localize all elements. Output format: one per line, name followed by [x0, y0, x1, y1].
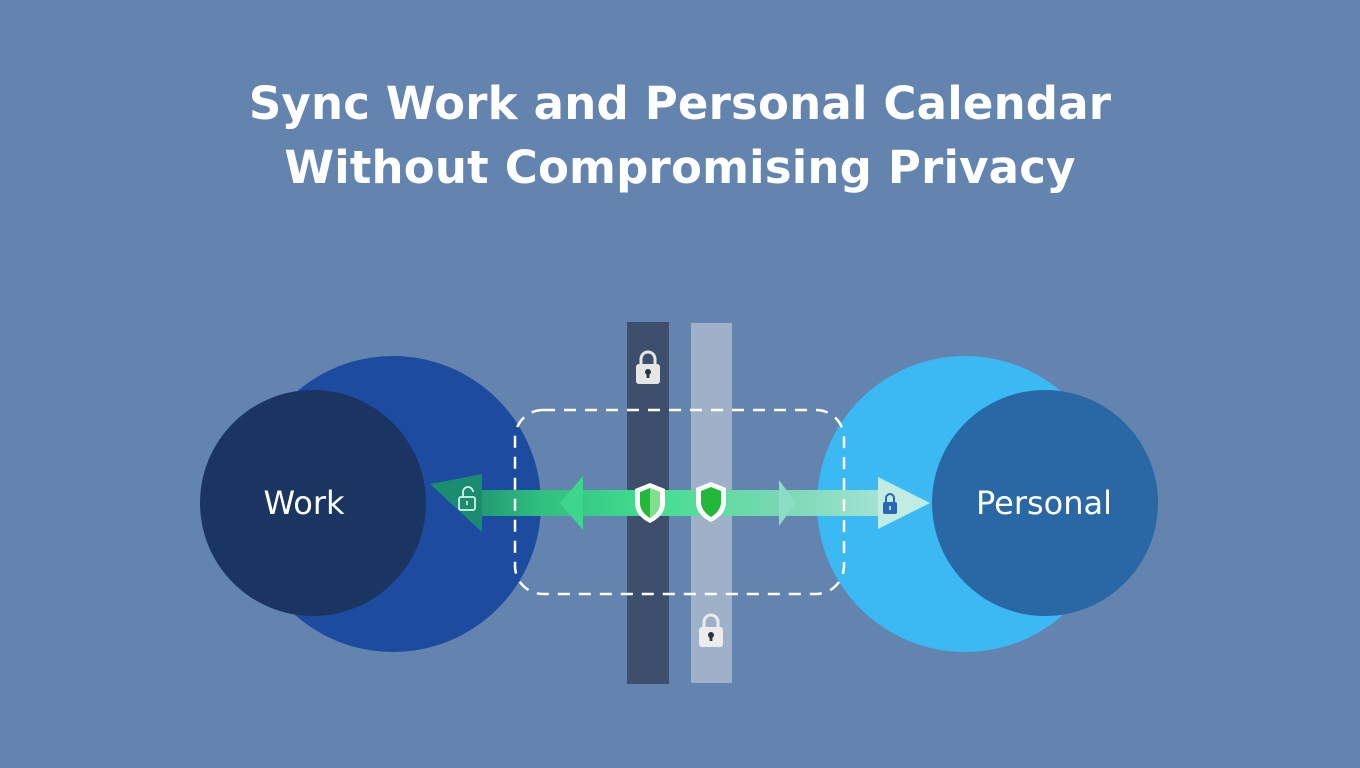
lock-icon [699, 613, 723, 647]
personal-label: Personal [975, 484, 1113, 522]
work-label: Work [263, 484, 345, 522]
lock-icon [636, 350, 660, 384]
shield-check-icon [635, 483, 665, 523]
lock-icon [883, 493, 897, 514]
personal-inner-circle[interactable] [932, 390, 1158, 616]
shield-check-icon [696, 482, 726, 522]
title-line-2: Without Compromising Privacy [284, 141, 1076, 194]
title-line-1: Sync Work and Personal Calendar [248, 77, 1112, 130]
page-title: Sync Work and Personal Calendar Without … [0, 72, 1360, 200]
sync-arrow [430, 474, 930, 532]
secure-sync-zone [513, 408, 846, 596]
work-inner-circle[interactable] [200, 390, 426, 616]
unlock-icon [458, 486, 476, 511]
